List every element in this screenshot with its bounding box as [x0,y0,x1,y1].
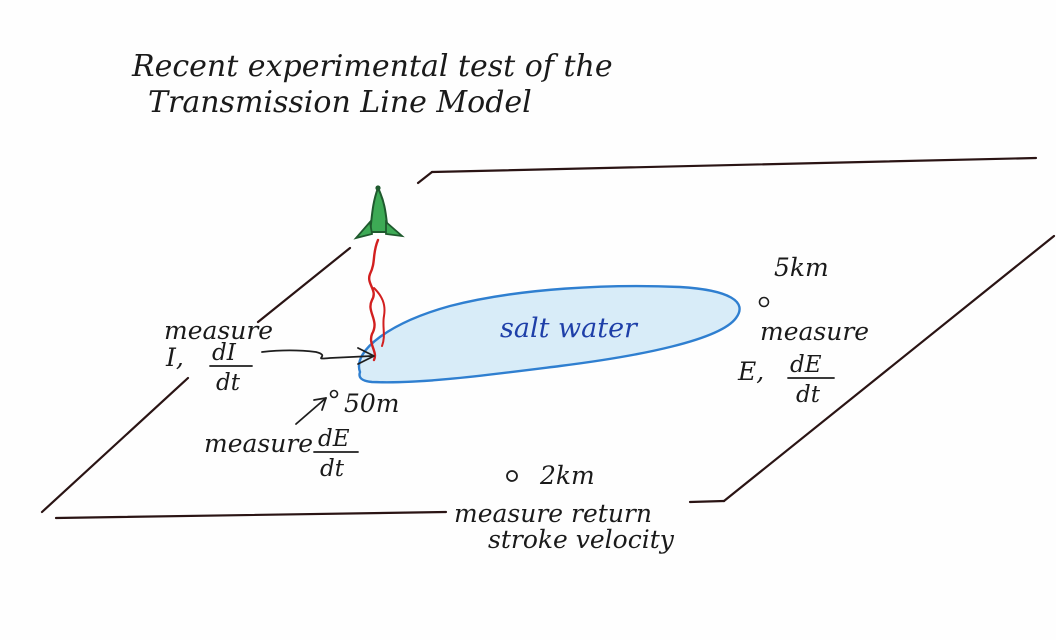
distance-5km: 5km [774,253,829,282]
near-sensor-marker [329,389,339,399]
salt-water-region [357,284,741,384]
de-near-numerator: dE [318,426,350,452]
measure-velocity-line-2: stroke velocity [488,525,675,554]
lightning-branch [373,287,386,347]
near-field-arrow [295,397,327,425]
measure-near-label: measure [204,429,313,458]
de-near-denominator: dt [320,456,345,482]
field-expression: E, [737,357,764,386]
ground-plane [40,156,1056,520]
current-arrow-head [357,347,375,365]
title-line-2: Transmission Line Model [148,85,532,120]
lightning-icon [367,238,380,362]
ground-front-edge-left [54,510,448,520]
near-field-arrow-head [313,397,327,411]
ground-right-edge [722,234,1056,503]
measure-velocity-line-1: measure return [454,499,652,528]
velocity-sensor-marker [506,470,518,482]
di-denominator: dt [216,370,241,396]
measure-far-label: measure [760,317,869,346]
de-far-denominator: dt [796,382,821,408]
measure-velocity-group: 2km measure return stroke velocity [454,461,675,554]
ground-back-edge [430,156,1038,174]
current-expression: I, [165,343,184,372]
measure-current-group: measure I, dI dt [164,316,375,396]
rocket-icon [353,185,405,240]
ground-front-edge-right [688,499,726,504]
current-arrow [261,349,373,360]
distance-2km: 2km [539,461,595,490]
de-far-numerator: dE [790,352,822,378]
di-numerator: dI [212,340,237,366]
measure-far-field-group: 5km measure E, dE dt [737,253,869,408]
ground-left-edge-upper [256,246,352,324]
salt-water-label: salt water [500,313,639,344]
far-sensor-marker [758,296,770,308]
measure-near-field-group: 50m measure dE dt [204,389,400,482]
ground-back-corner [416,170,434,185]
ground-left-edge-lower [40,376,190,514]
measure-current-label: measure [164,316,273,345]
title-line-1: Recent experimental test of the [131,49,613,84]
distance-50m: 50m [344,389,400,418]
